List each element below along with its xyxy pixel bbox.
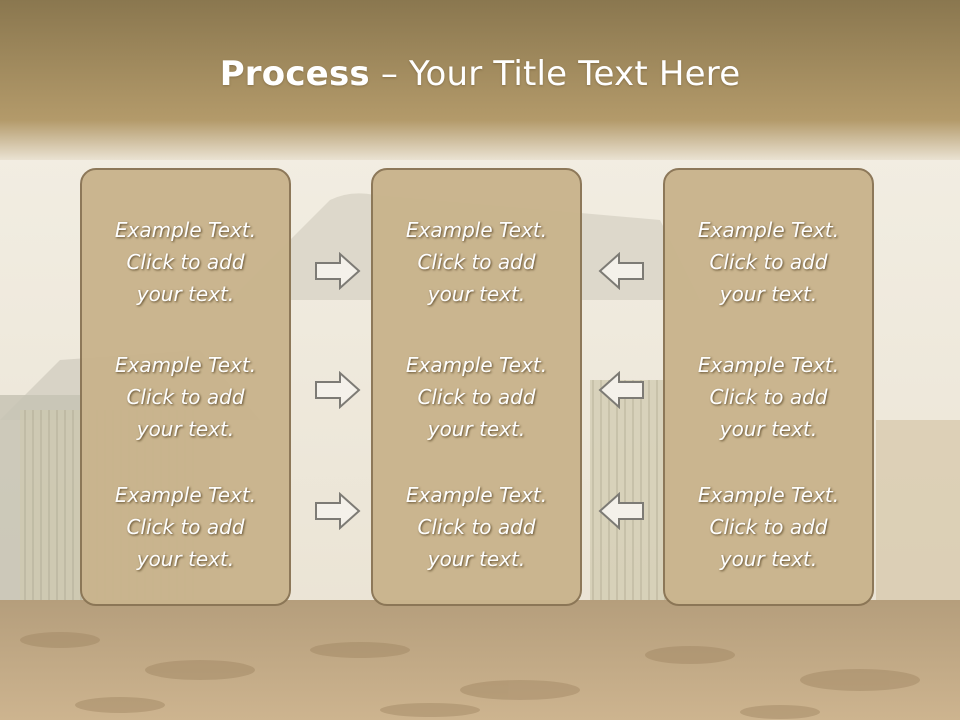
arrow-right-icon[interactable]: [314, 252, 362, 290]
text-placeholder[interactable]: Example Text. Click to add your text.: [373, 349, 580, 445]
text-line: Click to add: [709, 250, 828, 274]
text-line: Click to add: [417, 385, 536, 409]
text-line: your text.: [136, 547, 235, 571]
title-bold: Process: [219, 54, 370, 94]
text-line: Click to add: [709, 515, 828, 539]
text-panel-left: Example Text. Click to add your text. Ex…: [80, 168, 291, 606]
slide-title[interactable]: Process – Your Title Text Here: [0, 54, 960, 94]
text-line: Example Text.: [405, 353, 548, 377]
text-line: Example Text.: [114, 483, 257, 507]
text-line: Example Text.: [697, 218, 840, 242]
text-line: your text.: [719, 417, 818, 441]
arrow-left-icon[interactable]: [597, 492, 645, 530]
text-line: your text.: [719, 282, 818, 306]
text-line: your text.: [719, 547, 818, 571]
text-line: your text.: [427, 417, 526, 441]
text-placeholder[interactable]: Example Text. Click to add your text.: [82, 479, 289, 575]
text-line: Example Text.: [405, 218, 548, 242]
text-line: Click to add: [709, 385, 828, 409]
text-placeholder[interactable]: Example Text. Click to add your text.: [82, 349, 289, 445]
text-line: your text.: [136, 282, 235, 306]
title-rest: – Your Title Text Here: [369, 54, 741, 94]
arrow-right-icon[interactable]: [314, 492, 362, 530]
text-line: Click to add: [417, 515, 536, 539]
text-line: Click to add: [126, 250, 245, 274]
text-line: Click to add: [126, 385, 245, 409]
text-placeholder[interactable]: Example Text. Click to add your text.: [665, 214, 872, 310]
text-line: Click to add: [417, 250, 536, 274]
text-line: Example Text.: [114, 218, 257, 242]
text-placeholder[interactable]: Example Text. Click to add your text.: [665, 479, 872, 575]
text-placeholder[interactable]: Example Text. Click to add your text.: [82, 214, 289, 310]
text-placeholder[interactable]: Example Text. Click to add your text.: [373, 214, 580, 310]
text-panel-center: Example Text. Click to add your text. Ex…: [371, 168, 582, 606]
text-line: your text.: [427, 282, 526, 306]
text-panel-right: Example Text. Click to add your text. Ex…: [663, 168, 874, 606]
text-line: your text.: [136, 417, 235, 441]
text-placeholder[interactable]: Example Text. Click to add your text.: [665, 349, 872, 445]
arrow-left-icon[interactable]: [597, 252, 645, 290]
text-line: Example Text.: [697, 353, 840, 377]
text-line: Example Text.: [114, 353, 257, 377]
arrow-left-icon[interactable]: [597, 371, 645, 409]
text-line: Example Text.: [405, 483, 548, 507]
text-line: Example Text.: [697, 483, 840, 507]
text-line: your text.: [427, 547, 526, 571]
text-placeholder[interactable]: Example Text. Click to add your text.: [373, 479, 580, 575]
arrow-right-icon[interactable]: [314, 371, 362, 409]
text-line: Click to add: [126, 515, 245, 539]
